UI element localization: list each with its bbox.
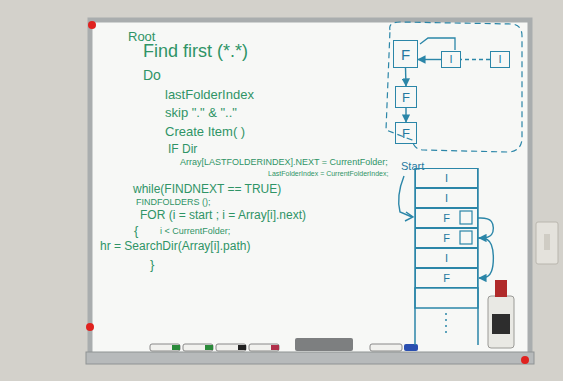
array-cell: F xyxy=(415,268,478,288)
dashed-region xyxy=(386,22,522,152)
array-cell xyxy=(415,288,478,308)
code-line: { xyxy=(134,224,138,238)
connector xyxy=(418,59,441,60)
item-letter: F xyxy=(443,273,450,284)
item-box: F xyxy=(393,40,418,68)
item-letter: I xyxy=(445,253,448,264)
switch-toggle xyxy=(544,234,550,250)
item-box: F xyxy=(395,122,417,144)
item-letter: I xyxy=(445,193,448,204)
marker-cap xyxy=(271,345,279,350)
code-line: IF Dir xyxy=(168,143,197,156)
array-cell: I xyxy=(415,248,478,268)
corner-dot xyxy=(88,21,96,29)
continuation-dots xyxy=(445,313,447,336)
code-line: } xyxy=(150,258,154,272)
marker xyxy=(150,344,180,351)
start-arrowhead xyxy=(405,212,413,221)
item-letter: F xyxy=(402,127,410,140)
corner-dot xyxy=(86,323,94,331)
connector xyxy=(405,108,406,122)
code-line: Find first (*.*) xyxy=(143,42,248,62)
pointer-box xyxy=(460,231,472,244)
eraser xyxy=(295,338,353,351)
array-cell: I xyxy=(415,168,478,188)
array-cell: I xyxy=(415,188,478,208)
start-arrow xyxy=(399,176,412,217)
bottle-label xyxy=(492,314,510,334)
light-switch xyxy=(536,222,558,264)
spray-bottle xyxy=(488,296,514,348)
item-letter: I xyxy=(445,173,448,184)
item-letter: F xyxy=(443,213,450,224)
code-line: while(FINDNEXT == TRUE) xyxy=(133,183,281,196)
item-box: I xyxy=(441,51,461,68)
marker-cap xyxy=(404,344,418,351)
marker xyxy=(183,344,213,351)
marker-cap xyxy=(172,345,180,350)
item-letter: F xyxy=(402,91,410,104)
code-line: i < CurrentFolder; xyxy=(160,227,230,237)
marker xyxy=(249,344,279,351)
code-line: Create Item( ) xyxy=(165,125,245,139)
item-letter: F xyxy=(401,47,410,62)
marker-tray xyxy=(86,352,534,364)
item-box: I xyxy=(490,51,510,68)
item-letter: I xyxy=(498,54,501,65)
connector xyxy=(478,218,493,238)
corner-dot xyxy=(521,356,529,364)
connector xyxy=(405,68,407,86)
array-cell: F xyxy=(415,208,478,228)
code-line: skip "." & ".." xyxy=(165,106,237,120)
connector xyxy=(478,238,493,278)
code-line: LastFolderIndex = CurrentFolderIndex; xyxy=(268,170,388,178)
item-box: F xyxy=(395,86,417,108)
connector xyxy=(461,59,490,60)
array-cell: F xyxy=(415,228,478,248)
bottle-nozzle xyxy=(495,280,507,297)
code-line: Do xyxy=(143,68,161,83)
whiteboard xyxy=(90,20,530,360)
item-letter: F xyxy=(443,233,450,244)
code-line: FOR (i = start ; i = Array[i].next) xyxy=(140,209,306,222)
pointer-box xyxy=(460,211,472,224)
marker-cap xyxy=(238,345,246,350)
code-line: FINDFOLDERS (); xyxy=(136,198,211,208)
code-line: lastFolderIndex xyxy=(165,88,254,102)
loop-line xyxy=(420,38,455,50)
marker xyxy=(216,344,246,351)
item-letter: I xyxy=(449,54,452,65)
code-line: Array[LASTFOLDERINDEX].NEXT = CurrentFol… xyxy=(180,158,388,168)
code-line: hr = SearchDir(Array[i].path) xyxy=(100,240,250,253)
start-label: Start xyxy=(401,160,424,172)
marker-cap xyxy=(205,345,213,350)
marker xyxy=(370,344,402,351)
